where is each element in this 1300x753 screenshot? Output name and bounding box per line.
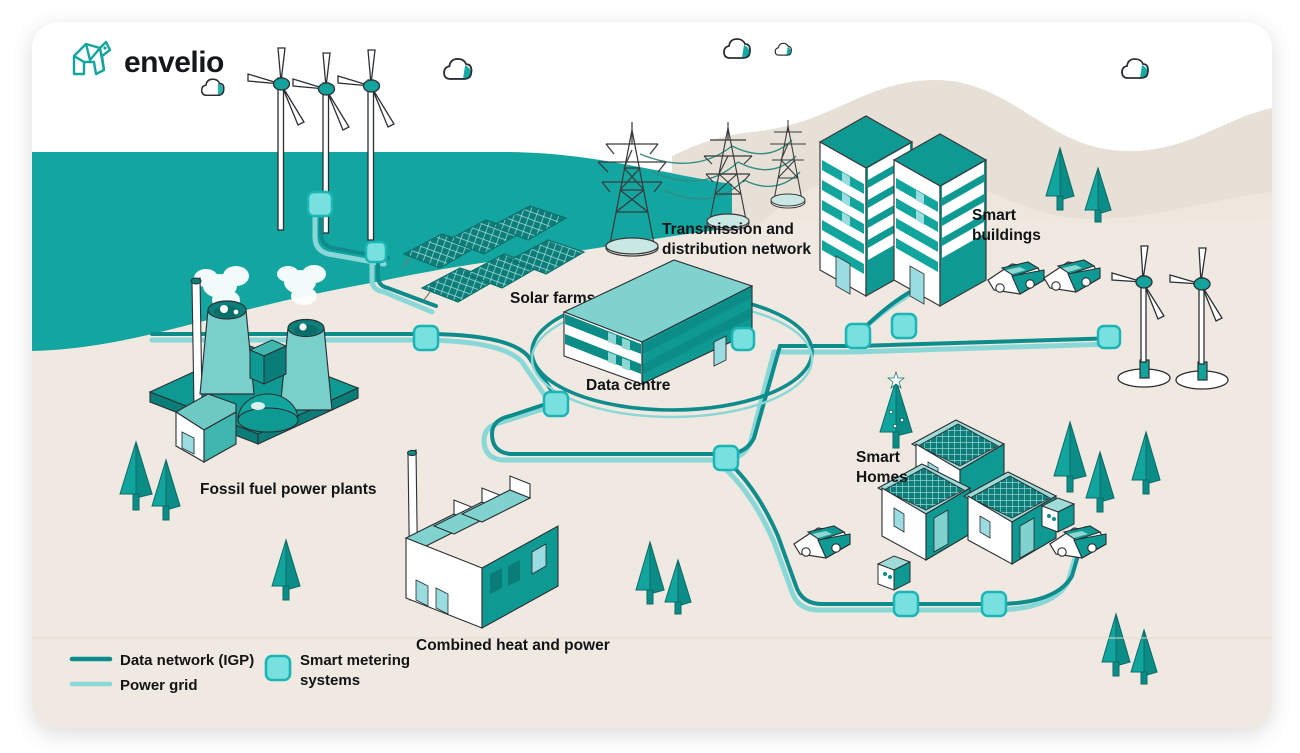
smart-meter-node[interactable]: [412, 324, 440, 352]
legend-label-power-grid: Power grid: [120, 677, 198, 694]
smart-meter-node[interactable]: [980, 590, 1008, 618]
label-solar-farms: Solar farms: [510, 290, 595, 307]
smart-homes: Smart Homes: [856, 419, 1058, 565]
tree-icon: [119, 146, 1161, 685]
ev-charger-icon: [1040, 497, 1076, 533]
cloud-icon: [201, 38, 1149, 96]
onshore-wind-turbines: [1111, 245, 1229, 390]
smart-meter-node[interactable]: [844, 322, 872, 350]
label-transmission-line2: distribution network: [662, 241, 811, 258]
smart-meter-node[interactable]: [306, 190, 334, 218]
electric-vehicle: [987, 261, 1045, 295]
label-smart-homes-line1: Smart: [856, 449, 900, 466]
legend-label-data-network: Data network (IGP): [120, 652, 254, 669]
smart-meter-node[interactable]: [890, 312, 918, 340]
legend-item-data-network: Data network (IGP): [69, 652, 254, 669]
smart-meter-node[interactable]: [364, 240, 388, 264]
data-centre: Data centre: [562, 259, 754, 394]
smart-grid-diagram: Solar farms: [32, 22, 1272, 728]
smart-meter-node[interactable]: [712, 444, 740, 472]
label-transmission-line1: Transmission and: [662, 221, 794, 238]
electric-vehicle: [793, 525, 851, 559]
legend: Data network (IGP) Power grid Smart mete…: [69, 652, 410, 694]
legend-label-smart-metering-line1: Smart metering: [300, 652, 410, 669]
smart-meter-node[interactable]: [730, 326, 756, 352]
legend-item-smart-metering: Smart metering systems: [264, 652, 410, 689]
ev-charger-icon: [876, 555, 912, 591]
label-smart-buildings-line2: buildings: [972, 227, 1041, 244]
smart-meter-node[interactable]: [1096, 324, 1122, 350]
legend-item-power-grid: Power grid: [69, 677, 198, 694]
combined-heat-and-power: Combined heat and power: [404, 449, 610, 654]
smart-meter-node[interactable]: [892, 590, 920, 618]
infographic-card: Solar farms: [32, 22, 1272, 728]
legend-label-smart-metering-line2: systems: [300, 672, 360, 689]
smart-buildings: Smart buildings: [818, 115, 1041, 308]
label-smart-homes-line2: Homes: [856, 469, 908, 486]
fossil-fuel-power-plant: Fossil fuel power plants: [148, 265, 377, 498]
brand-logo[interactable]: envelio: [72, 40, 225, 79]
data-network-lines: [150, 202, 1120, 606]
label-smart-buildings-line1: Smart: [972, 207, 1016, 224]
smart-meter-node[interactable]: [542, 390, 570, 418]
label-chp: Combined heat and power: [416, 637, 610, 654]
transmission-towers: Transmission and distribution network: [597, 120, 811, 258]
pylon-icon: [597, 122, 667, 257]
electric-vehicle: [1049, 525, 1107, 559]
offshore-wind-farm: [247, 47, 395, 241]
brand-name: envelio: [124, 46, 224, 79]
smart-meter-node-icon: [264, 654, 292, 682]
label-fossil-fuel: Fossil fuel power plants: [200, 481, 377, 498]
smart-metering-nodes: [306, 190, 1122, 618]
electric-vehicle: [1043, 259, 1101, 293]
envelio-elephant-logo-icon: [72, 40, 112, 76]
solar-farms: Solar farms: [402, 205, 595, 307]
label-data-centre: Data centre: [586, 377, 671, 394]
